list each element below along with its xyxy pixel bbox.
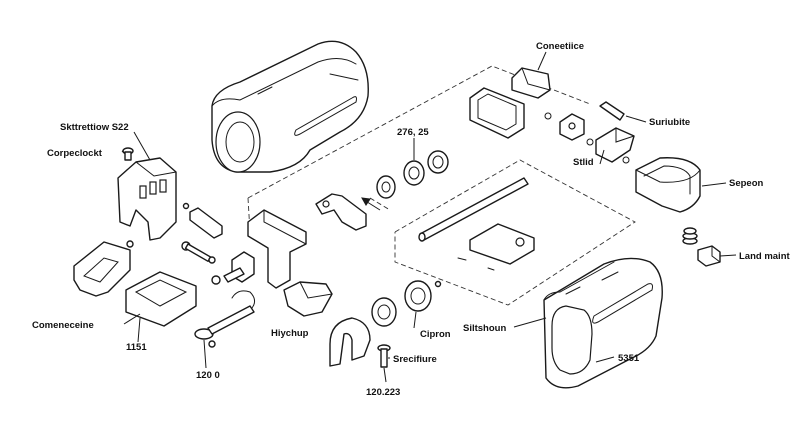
stacked-washers (682, 227, 698, 245)
label-siltshoun: Siltshoun (463, 323, 506, 334)
label-1151: 1151 (126, 342, 147, 353)
part-labels: Skttrettiow S22 Corpeclockt Comeneceine … (32, 41, 791, 398)
label-coneetiice: Coneetiice (536, 41, 584, 52)
label-276-25: 276, 25 (397, 127, 429, 138)
thumb-screw (223, 251, 255, 283)
t-bracket (247, 209, 307, 289)
left-clip-bracket (117, 157, 177, 241)
label-corpeclockt: Corpeclockt (47, 148, 103, 159)
rectangular-frame (469, 67, 551, 139)
end-cap (635, 157, 701, 213)
latch-piece (283, 281, 333, 317)
label-suriubite: Suriubite (649, 117, 690, 128)
long-shaft (418, 177, 529, 242)
small-lever (595, 101, 635, 163)
small-screw (122, 147, 134, 161)
mounting-plate (457, 223, 535, 271)
bottom-carrier (125, 271, 197, 327)
label-srecifiure: Srecifiure (393, 354, 437, 365)
u-clamp (329, 317, 391, 368)
label-stlid: Stlid (573, 157, 594, 168)
small-hardware (126, 202, 223, 285)
label-5351: 5351 (618, 353, 640, 364)
label-1200: 120 0 (196, 370, 220, 381)
long-bolt (194, 290, 256, 348)
small-knob-parts (544, 112, 630, 164)
label-comeneceine: Comeneceine (32, 320, 94, 331)
washer-rings (376, 150, 449, 199)
label-120-223: 120.223 (366, 387, 400, 398)
label-hiychup: Hiychup (271, 328, 309, 339)
label-skttrettiow: Skttrettiow S22 (60, 122, 129, 133)
left-spring-clip (73, 241, 131, 297)
label-land-maint: Land maint (739, 251, 791, 262)
main-housing-top (211, 40, 369, 173)
label-sepeon: Sepeon (729, 178, 764, 189)
lower-housing (543, 257, 663, 389)
small-block (697, 245, 721, 267)
direction-arrow (361, 197, 381, 211)
arm-lever (315, 193, 367, 231)
label-cipron: Cipron (420, 329, 451, 340)
leader-lines (121, 51, 737, 383)
bushings (371, 280, 442, 327)
